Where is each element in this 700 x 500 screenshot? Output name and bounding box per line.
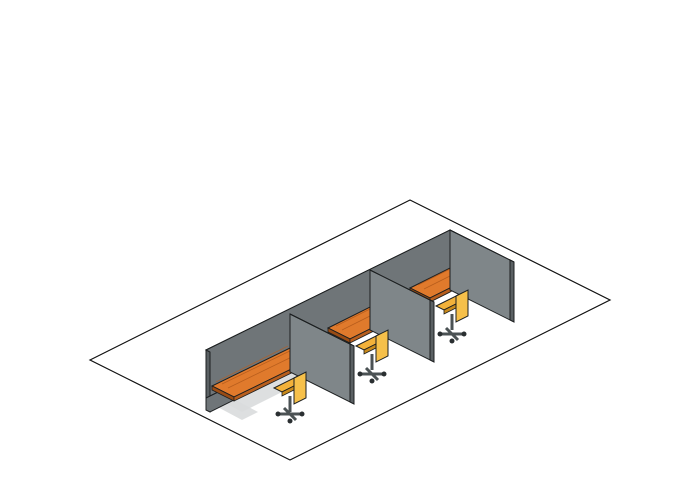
office-chair	[434, 289, 470, 344]
cubicle-1	[210, 313, 355, 405]
office-chair	[354, 329, 390, 384]
floor-outline	[88, 199, 612, 461]
cubicle-2	[326, 269, 435, 363]
office-chair	[272, 371, 308, 424]
